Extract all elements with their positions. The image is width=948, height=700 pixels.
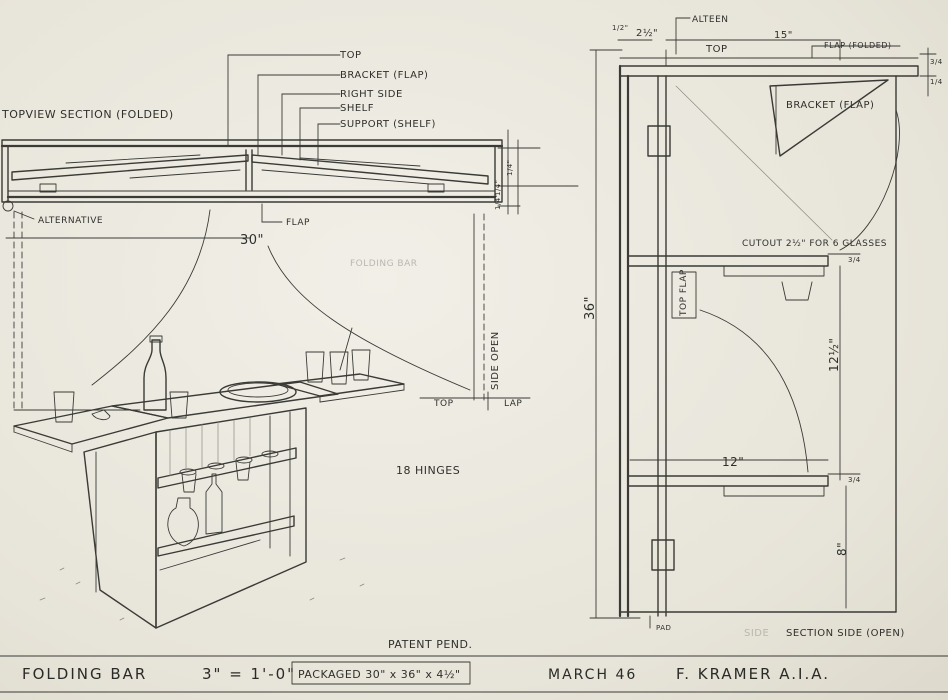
side-section [589,17,937,629]
label-cutout: CUTOUT 2½" FOR 6 GLASSES [742,239,887,249]
top-view-frame [1,139,503,203]
label-flap: FLAP [286,218,310,228]
shelf-upper [157,447,297,489]
label-alteen: ALTEEN [692,15,729,25]
label-pad: PAD [656,624,671,632]
ghost-side: SIDE [744,628,769,639]
flap-left [11,154,249,181]
label-side-open: SIDE OPEN [490,331,501,390]
top-thk-1: 3/4 [930,58,943,66]
label-top-flap: TOP FLAP [679,269,689,317]
label-support: SUPPORT (SHELF) [340,119,436,130]
label-bracket: BRACKET (FLAP) [340,70,428,81]
label-section-side: SECTION SIDE (OPEN) [786,628,905,639]
shelf-lower [157,515,295,557]
cabinet-front [155,407,307,629]
flap-right [251,154,489,185]
perspective-bar [13,327,405,629]
shelf-thk-2: 3/4 [848,476,861,484]
bracket-flap [769,79,889,157]
label-flap-folded: FLAP (FOLDED) [824,41,892,50]
hinge-bottom [651,539,675,571]
label-hinges: 18 HINGES [396,464,460,477]
cabinet-left-side [83,431,157,629]
glass-3 [305,351,325,383]
drawing-date: MARCH 46 [548,667,637,683]
label-right-side: RIGHT SIDE [340,89,403,100]
right-dim-2: 1/4" [494,180,502,197]
label-lap: LAP [504,399,522,409]
alternative-detail-circle [2,200,14,212]
top-board [619,65,919,77]
glass-4 [329,351,349,385]
counter-flap-left [13,405,169,445]
top-view-section [0,129,579,215]
dim-8: 8" [835,542,849,556]
right-labels: ALTEEN 2½" TOP 15" FLAP (FOLDED) BRACKET… [583,15,943,639]
label-top-right: TOP [705,44,728,55]
dim-12: 12" [722,455,744,469]
label-top-bottom: TOP [433,399,454,409]
right-dim-3: 1/4" [494,194,502,211]
top-thk-2: 1/4 [930,78,943,86]
hinge-right [427,183,445,193]
swing-arc-side-upper [839,109,900,251]
topview-title: TOPVIEW SECTION (FOLDED) [1,108,174,121]
ghost-folding-bar: FOLDING BAR [350,259,418,269]
glass-5 [351,349,371,381]
packaged-dims: PACKAGED 30" x 36" x 4½" [298,668,461,681]
drawing-scale: 3" = 1'-0" [202,665,296,683]
tray [219,381,297,403]
label-alternative: ALTERNATIVE [38,216,103,226]
glass-2 [53,391,75,423]
dim-12-half: 12½" [827,338,841,372]
label-leaders [13,54,341,223]
swing-arc-right [267,245,471,391]
packaged-box [291,661,471,685]
right-dim-1: 1/4" [506,160,514,177]
glass-cutout [781,281,813,301]
corner-dim: 1/2" [612,24,629,32]
left-labels: TOP BRACKET (FLAP) RIGHT SIDE SHELF SUPP… [1,50,522,477]
drawing-author: F. KRAMER A.I.A. [676,665,830,683]
liquor-bottle [205,473,223,535]
hinge-left [39,183,57,193]
dim-2-half: 2½" [636,27,658,39]
decanter-bottle [167,497,199,547]
label-bracket-flap: BRACKET (FLAP) [786,100,874,111]
patent-pend: PATENT PEND. [388,638,473,651]
swing-arc-side-lower [699,309,809,473]
dim-36: 36" [583,296,598,320]
swing-arc-left [91,209,211,386]
dim-30: 30" [240,233,264,248]
shelf-thk-1: 3/4 [848,256,861,264]
dim-15: 15" [774,30,793,41]
siphon-bottle [143,339,167,411]
drawing-title: FOLDING BAR [22,665,147,683]
glass-1 [169,391,189,419]
hinge-top [647,125,671,157]
label-shelf: SHELF [340,103,374,114]
footer: PATENT PEND. FOLDING BAR 3" = 1'-0" PACK… [22,638,830,683]
label-top: TOP [339,50,362,61]
